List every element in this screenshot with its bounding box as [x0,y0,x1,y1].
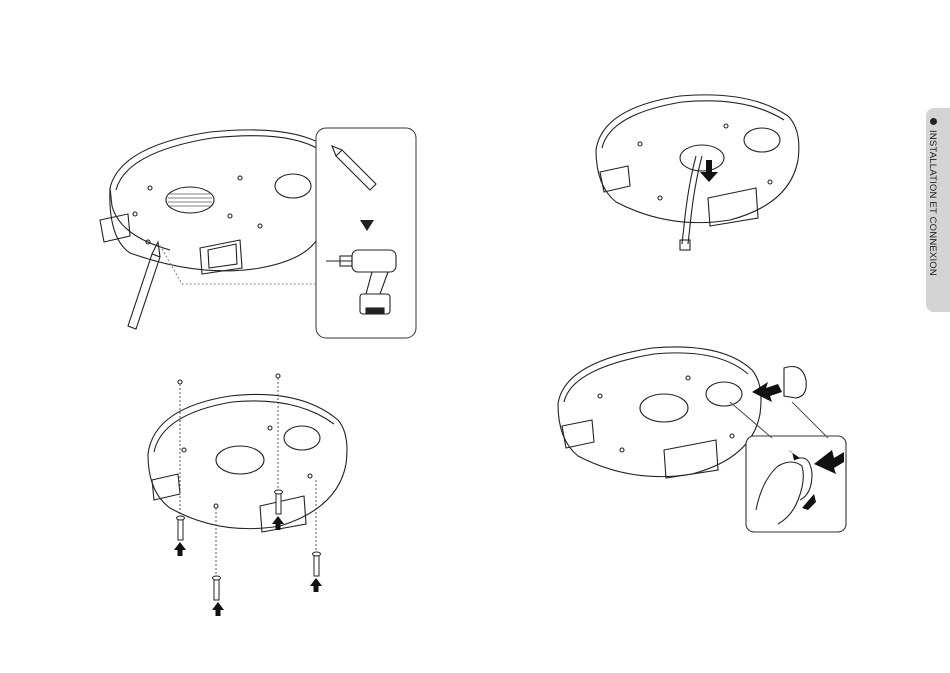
cover-cap [784,367,806,399]
section-title: INSTALLATION ET CONNEXION [927,118,938,276]
figure-remove-cover [552,340,850,534]
figure-screws [140,368,360,626]
screw-icon [177,490,321,600]
arrow-up-icon [174,516,322,616]
section-title-text: INSTALLATION ET CONNEXION [927,130,938,276]
mounting-plate-cover-removal-illustration [552,340,850,534]
figure-cable [590,86,810,256]
mounting-plate-cable-illustration [590,86,810,256]
bullet-icon [930,118,937,125]
figure-mark-holes [90,118,420,340]
mounting-plate-screws-illustration [140,368,360,626]
mounting-plate-marking-illustration [90,118,420,340]
